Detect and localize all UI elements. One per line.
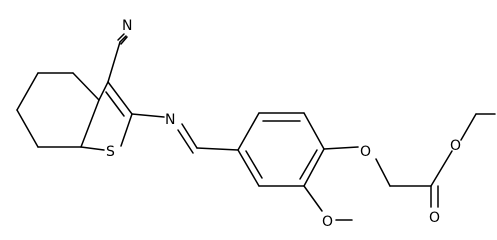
bond [98, 81, 109, 101]
bond [117, 33, 125, 41]
atom-o-ether: O [360, 144, 371, 160]
thiophene-ring [80, 81, 133, 151]
methoxy-group [303, 185, 353, 221]
bond [375, 158, 391, 187]
bond [16, 109, 39, 148]
atom-n-nitrile: N [122, 18, 132, 34]
ester-chain [323, 113, 496, 208]
atom-o-carbonyl: O [429, 210, 440, 226]
molecule-diagram: N N S O O O O [16, 18, 496, 229]
bond [120, 36, 128, 45]
atom-o-methoxy: O [322, 214, 333, 229]
bond [299, 149, 318, 180]
bond [303, 148, 325, 187]
cyclohexene-ring [16, 72, 100, 148]
atom-o-ester: O [450, 138, 461, 154]
bond [245, 150, 263, 179]
structure-svg: N N S O O O O [16, 18, 496, 229]
bond [196, 147, 239, 151]
atom-s-thiophene: S [106, 144, 115, 160]
atom-n-imine: N [165, 112, 175, 128]
bond [131, 113, 165, 118]
nitrile-group [107, 33, 128, 83]
bond [181, 123, 198, 149]
bond [119, 35, 127, 43]
bond [323, 146, 359, 150]
bond [107, 81, 133, 115]
bond [237, 112, 260, 151]
bond [105, 91, 125, 117]
bond [303, 112, 325, 150]
bond [72, 72, 100, 101]
imine-linkage [131, 113, 239, 154]
bond [303, 185, 323, 212]
bond [80, 99, 100, 148]
bond [120, 113, 133, 147]
bond [107, 41, 121, 83]
bond [177, 129, 194, 154]
bond [237, 149, 260, 187]
atom-labels: N N S O O O O [106, 18, 461, 229]
benzene-ring [237, 112, 325, 187]
bond [430, 150, 453, 187]
bond [16, 72, 39, 111]
bond [460, 113, 477, 141]
bond [80, 146, 105, 151]
